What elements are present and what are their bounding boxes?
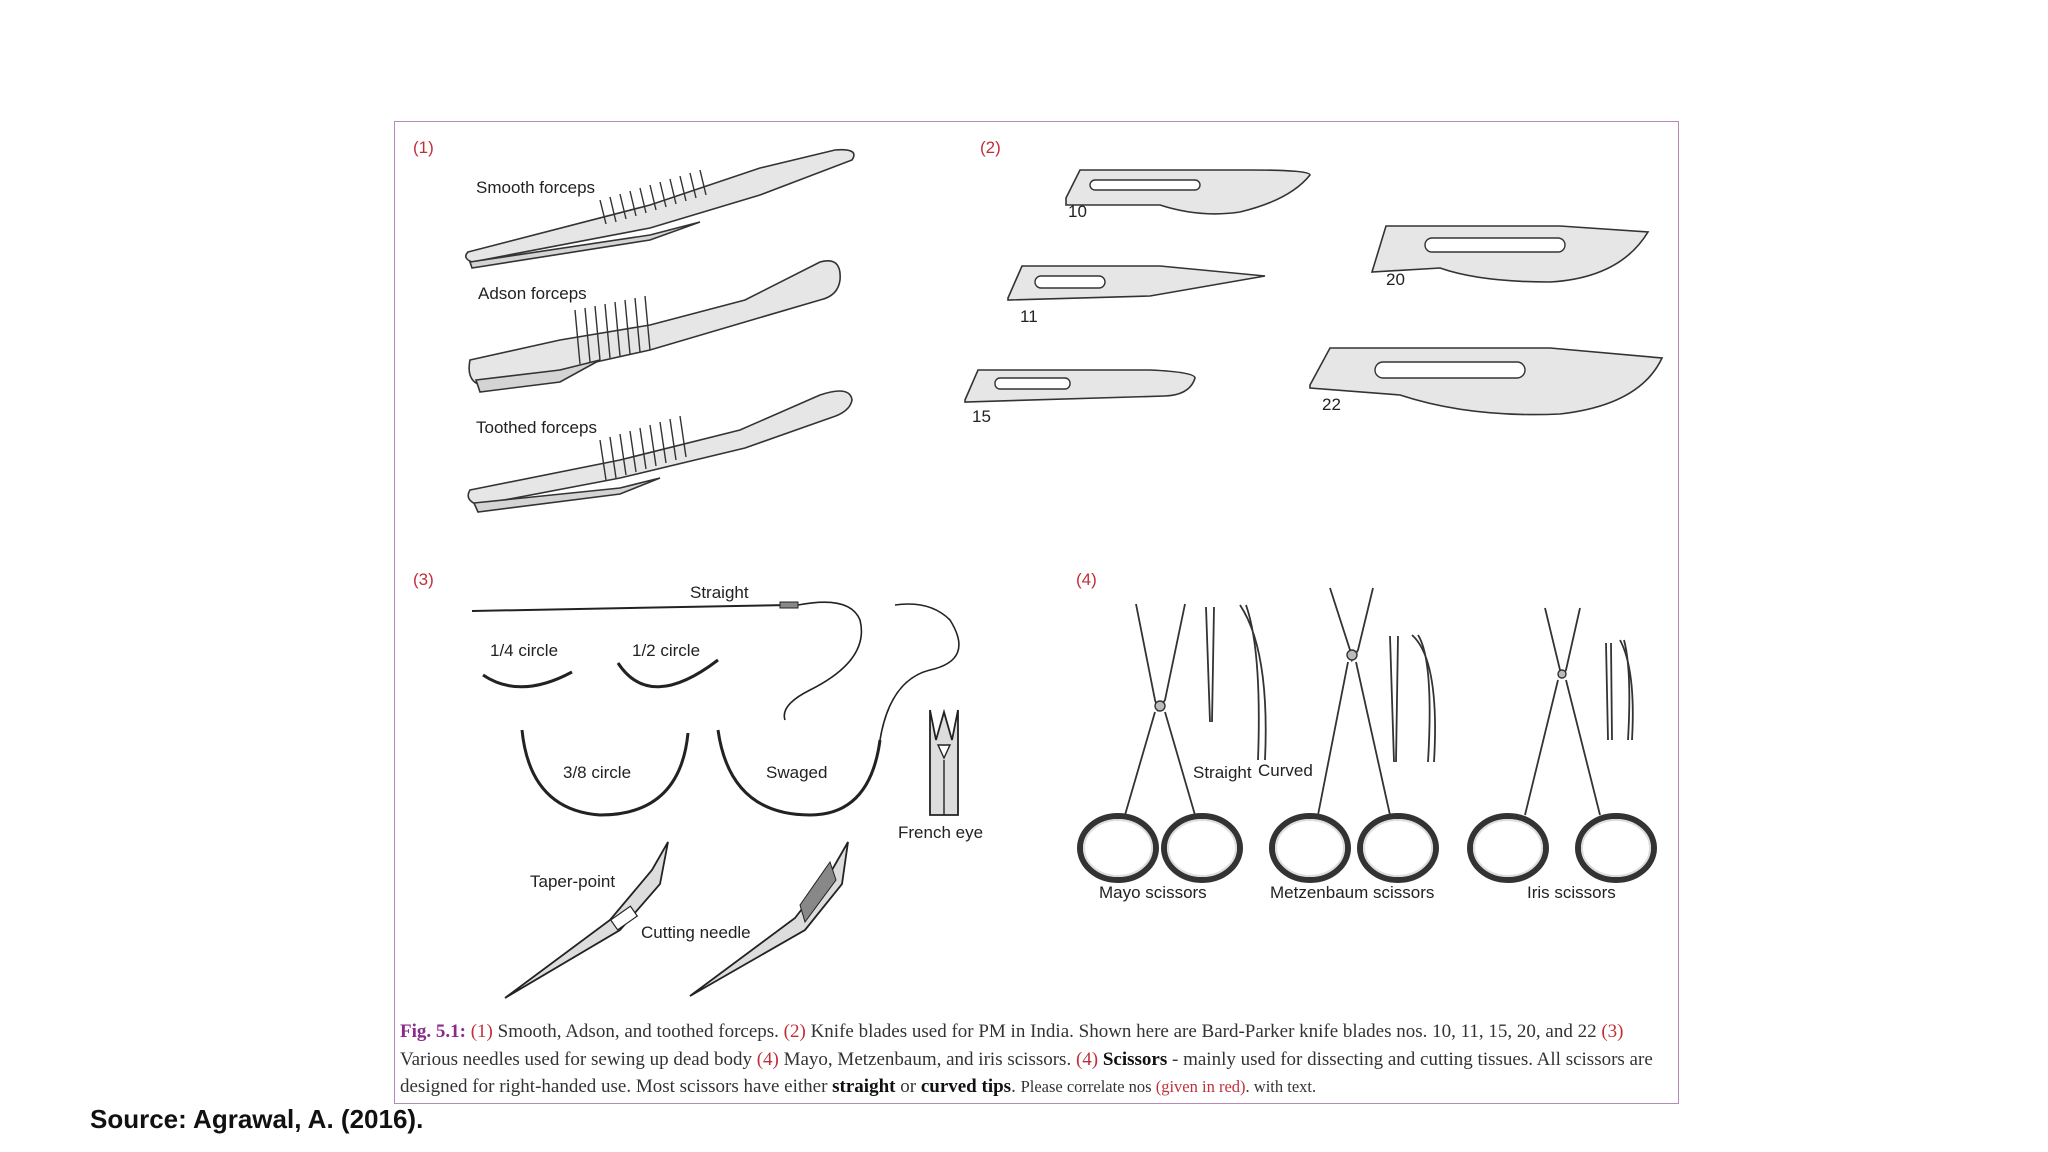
label-straight-tip: Straight xyxy=(1193,763,1252,782)
metzenbaum-scissors-icon xyxy=(1269,587,1439,883)
label-metzenbaum-scissors: Metzenbaum scissors xyxy=(1270,883,1434,902)
label-iris-scissors: Iris scissors xyxy=(1527,883,1616,902)
iris-scissors-icon xyxy=(1467,607,1657,883)
label-quarter-circle: 1/4 circle xyxy=(490,641,558,660)
caption-small-1: Please correlate nos xyxy=(1020,1077,1156,1096)
figure-caption: Fig. 5.1: (1) Smooth, Adson, and toothed… xyxy=(400,1018,1675,1101)
taper-point-needle-icon xyxy=(504,841,669,999)
cutting-needle-icon xyxy=(689,841,849,997)
adson-forceps-icon xyxy=(468,260,841,393)
caption-text-7: . xyxy=(1011,1076,1021,1097)
straight-needle-icon xyxy=(471,601,863,721)
curved-tip-icon xyxy=(1239,604,1267,761)
blade-10-icon xyxy=(1065,169,1311,215)
straight-tip-icon xyxy=(1205,606,1215,723)
label-taper-point: Taper-point xyxy=(530,872,615,891)
label-straight: Straight xyxy=(690,583,749,602)
caption-text-1: Smooth, Adson, and toothed forceps. xyxy=(492,1021,784,1042)
panel-number-3: (3) xyxy=(413,570,434,589)
panel-number-1: (1) xyxy=(413,138,434,157)
label-swaged: Swaged xyxy=(766,763,827,782)
caption-ref-3: (3) xyxy=(1601,1021,1624,1042)
label-blade-20: 20 xyxy=(1386,270,1405,289)
caption-small-red: (given in red) xyxy=(1155,1077,1246,1096)
caption-ref-1: (1) xyxy=(470,1021,493,1042)
label-blade-11: 11 xyxy=(1020,307,1038,326)
label-french-eye: French eye xyxy=(898,823,983,842)
caption-bold-straight: straight xyxy=(832,1076,896,1097)
panel-number-2: (2) xyxy=(980,138,1001,157)
panel-number-4: (4) xyxy=(1076,570,1097,589)
label-blade-10: 10 xyxy=(1068,202,1087,221)
caption-text-3: Various needles used for sewing up dead … xyxy=(400,1048,757,1070)
label-mayo-scissors: Mayo scissors xyxy=(1099,883,1207,902)
label-cutting-needle: Cutting needle xyxy=(641,923,751,942)
blade-20-icon xyxy=(1370,225,1650,283)
smooth-forceps-icon xyxy=(464,148,855,269)
french-eye-needle-icon xyxy=(929,708,959,816)
caption-small-2: . with text. xyxy=(1245,1077,1317,1096)
toothed-forceps-icon xyxy=(467,390,853,513)
swaged-needle-icon xyxy=(716,603,960,817)
figure-frame xyxy=(394,121,1679,1104)
label-curved-tip: Curved xyxy=(1258,761,1313,780)
caption-bold-curved-tips: curved tips xyxy=(920,1076,1012,1097)
caption-ref-2: (2) xyxy=(783,1021,806,1042)
caption-text-5: - mainly used for dissecting and cutting… xyxy=(400,1048,1653,1098)
caption-bold-scissors: Scissors xyxy=(1098,1048,1168,1070)
caption-text-4: Mayo, Metzenbaum, and iris scissors. xyxy=(778,1048,1076,1070)
label-three-eighths-circle: 3/8 circle xyxy=(563,763,631,782)
caption-ref-4: (4) xyxy=(756,1048,779,1070)
caption-text-6: or xyxy=(895,1076,921,1097)
label-adson-forceps: Adson forceps xyxy=(478,284,587,303)
caption-fig-label: Fig. 5.1: xyxy=(400,1021,466,1042)
label-toothed-forceps: Toothed forceps xyxy=(476,418,597,437)
blade-15-icon xyxy=(964,369,1196,403)
caption-text-2: Knife blades used for PM in India. Shown… xyxy=(805,1021,1602,1042)
blade-22-icon xyxy=(1309,347,1664,416)
half-circle-needle-icon xyxy=(616,658,719,689)
caption-ref-5: (4) xyxy=(1075,1048,1099,1070)
blade-11-icon xyxy=(1007,265,1266,301)
quarter-circle-needle-icon xyxy=(482,670,573,689)
label-smooth-forceps: Smooth forceps xyxy=(476,178,595,197)
source-citation: Source: Agrawal, A. (2016). xyxy=(90,1104,424,1134)
label-blade-15: 15 xyxy=(972,407,991,426)
three-eighths-circle-needle-icon xyxy=(520,729,690,817)
label-half-circle: 1/2 circle xyxy=(632,641,700,660)
mayo-scissors-icon xyxy=(1077,603,1243,883)
label-blade-22: 22 xyxy=(1322,395,1341,414)
